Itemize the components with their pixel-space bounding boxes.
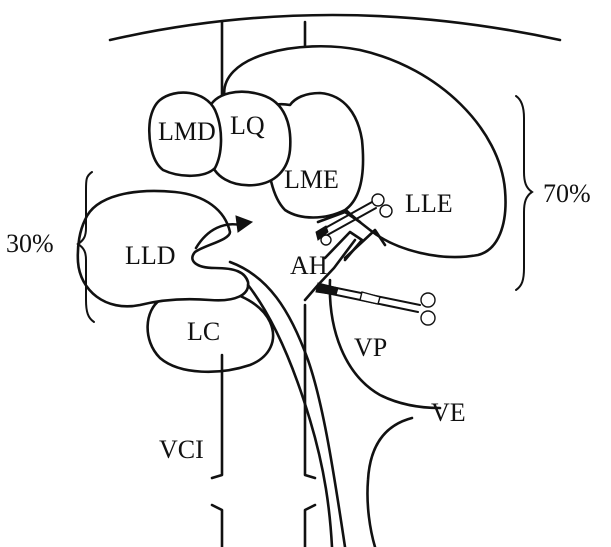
label-lmd: LMD: [158, 117, 216, 146]
label-ah: AH: [290, 251, 328, 280]
lower-clamp-icon: [316, 283, 435, 325]
label-vci: VCI: [159, 435, 204, 464]
ivc-lower-right-wall: [305, 305, 315, 478]
label-vp: VP: [354, 333, 387, 362]
label-ve: VE: [431, 398, 466, 427]
label-lc: LC: [187, 317, 220, 346]
label-lq: LQ: [230, 111, 265, 140]
arrow-head-icon: [236, 216, 252, 232]
ivc-lower-left-wall: [212, 355, 222, 478]
label-percent-right: 70%: [543, 179, 591, 208]
label-lld: LLD: [125, 241, 176, 270]
ivc-bottom-right: [305, 505, 315, 547]
right-bracket: [516, 96, 532, 290]
splenic-vein: [367, 418, 412, 547]
label-lme: LME: [284, 165, 339, 194]
diaphragm-arc: [110, 15, 560, 40]
label-percent-left: 30%: [6, 229, 54, 258]
label-lle: LLE: [405, 189, 453, 218]
ivc-bottom-left: [212, 505, 222, 547]
